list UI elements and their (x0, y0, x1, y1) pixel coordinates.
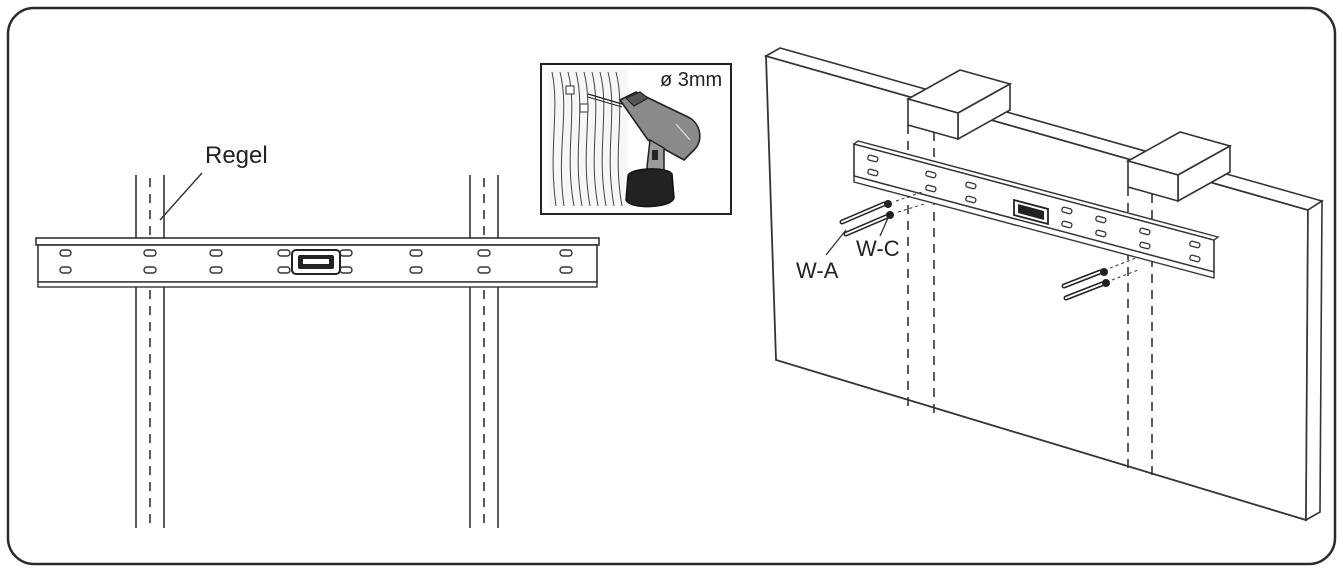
drill-icon (618, 91, 701, 208)
wall-right-edge (1305, 199, 1323, 522)
anchor-label-c: W-C (856, 236, 900, 261)
plate-slots (59, 249, 573, 274)
lag-bolts-left (839, 191, 925, 237)
stud-left (135, 175, 165, 528)
drill-size-label: ø 3mm (660, 69, 722, 91)
front-view: Regel (35, 142, 600, 528)
anchor-a-leader (825, 229, 847, 256)
stud-label: Regel (205, 142, 268, 169)
center-latch (291, 249, 341, 275)
stud-label-leader (159, 172, 203, 221)
center-latch-perspective (1013, 198, 1049, 226)
stud-right (469, 175, 499, 528)
stud-box-left (905, 69, 1013, 141)
anchor-label-a: W-A (796, 258, 839, 283)
wall-plate-front (35, 237, 600, 288)
perspective-view: W-A W-C (763, 47, 1324, 522)
wall-plate-perspective (852, 140, 1220, 279)
anchor-c-leader (879, 217, 889, 237)
lag-bolts-right (1061, 257, 1139, 301)
stud-box-right (1125, 131, 1233, 203)
outer-frame (6, 6, 1337, 566)
drill-inset: ø 3mm (540, 63, 732, 215)
wood-grain-panel (548, 70, 628, 208)
